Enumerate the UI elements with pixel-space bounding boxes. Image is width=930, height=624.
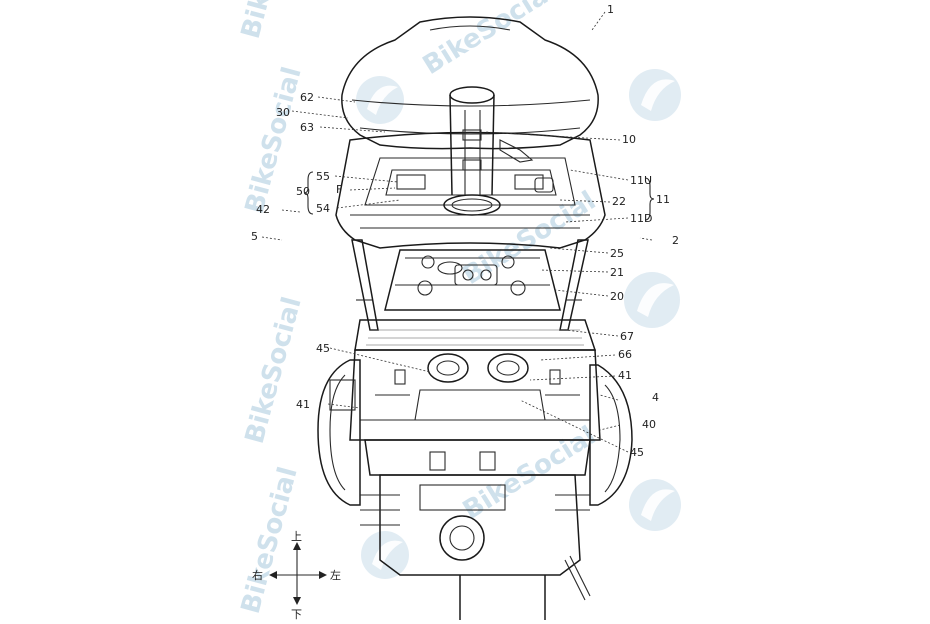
watermark-logo-icon	[624, 272, 680, 328]
label-67: 67	[620, 330, 634, 343]
side-covers	[317, 359, 633, 506]
label-22: 22	[612, 195, 626, 208]
watermark-text: BikeSocial	[418, 0, 561, 81]
label-50: 50	[296, 185, 310, 198]
label-54: 54	[316, 202, 330, 215]
label-10: 10	[622, 133, 636, 146]
watermark-text: BikeSocial	[236, 0, 304, 42]
label-45-left: 45	[316, 342, 330, 355]
label-1: 1	[607, 3, 614, 16]
label-30: 30	[276, 106, 290, 119]
leader-lines	[261, 11, 653, 453]
label-63: 63	[300, 121, 314, 134]
label-25: 25	[610, 247, 624, 260]
label-42: 42	[256, 203, 270, 216]
compass-left-label: 左	[330, 569, 341, 582]
cylinder-head-cover	[384, 249, 561, 311]
label-41-left: 41	[296, 398, 310, 411]
label-brackets	[303, 171, 655, 221]
label-11u: 11U	[630, 174, 652, 187]
label-40: 40	[642, 418, 656, 431]
label-5: 5	[251, 230, 258, 243]
compass-up-label: 上	[291, 530, 302, 543]
label-45-right: 45	[630, 446, 644, 459]
label-41-right: 41	[618, 369, 632, 382]
reference-labels: 1 62 30 63 10 55 F 50 54 42 5 11U 22 11 …	[251, 3, 679, 459]
intake-tube	[443, 86, 501, 216]
watermark-logo-icon	[629, 479, 681, 531]
compass-down-label: 下	[291, 608, 302, 620]
cylinder-block	[349, 319, 601, 441]
label-11d: 11D	[630, 212, 652, 225]
label-20: 20	[610, 290, 624, 303]
crankcase	[360, 439, 591, 620]
label-55: 55	[316, 170, 330, 183]
compass-right-label: 右	[252, 568, 263, 582]
label-2: 2	[672, 234, 679, 247]
watermark-text: BikeSocial	[240, 294, 308, 447]
label-21: 21	[610, 266, 624, 279]
watermark-logo-icon	[356, 76, 404, 124]
label-4: 4	[652, 391, 659, 404]
watermark-logo-icon	[629, 69, 681, 121]
label-F: F	[336, 183, 342, 196]
label-11: 11	[656, 193, 670, 206]
direction-compass: 上 下 右 左	[252, 530, 341, 621]
watermark-logo-icon	[361, 531, 409, 579]
label-66: 66	[618, 348, 632, 361]
label-62: 62	[300, 91, 314, 104]
